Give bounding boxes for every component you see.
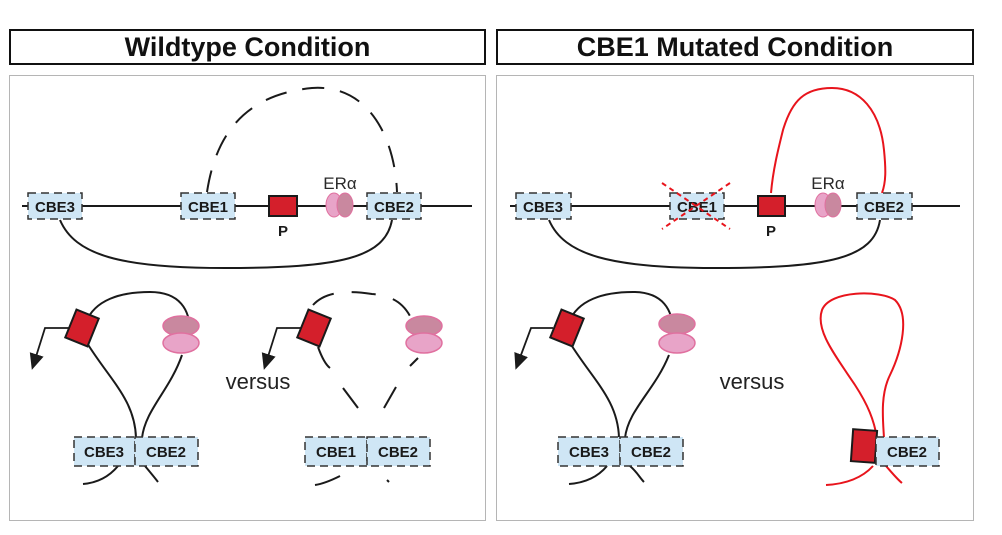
mutated-bottom-left-diagram: CBE3 CBE2 (514, 290, 696, 485)
cbe3-label: CBE3 (35, 199, 75, 216)
transcription-arrow (29, 327, 70, 370)
promoter-label: P (766, 223, 776, 240)
cbe2-label: CBE2 (146, 444, 186, 461)
cbe2-label: CBE2 (374, 199, 414, 216)
mutated-title: CBE1 Mutated Condition (496, 29, 974, 65)
cbe2-box: CBE2 (134, 436, 199, 467)
er-alpha-icon (162, 315, 200, 354)
cbe3-box: CBE3 (515, 192, 572, 220)
cbe2-label: CBE2 (864, 199, 904, 216)
red-loop-promoter-cbe2 (770, 86, 887, 194)
er-alpha-icon: ERα (811, 174, 845, 218)
cbe2-box: CBE2 (856, 192, 913, 220)
dashed-loop-cbe1-cbe2 (206, 86, 398, 193)
cbe2-label: CBE2 (887, 444, 927, 461)
promoter: P (268, 195, 298, 240)
er-alpha-icon (405, 315, 443, 354)
loop-cbe3-cbe2 (548, 219, 881, 270)
cbe1-box: CBE1 (180, 192, 236, 220)
cbe3-box: CBE3 (557, 436, 621, 467)
transcription-arrow (514, 327, 553, 370)
promoter (63, 308, 101, 348)
mutation-cross-icon (661, 182, 731, 230)
mutated-bottom-right-diagram: CBE2 (819, 292, 940, 486)
cbe2-box: CBE2 (875, 436, 940, 467)
cbe3-label: CBE3 (569, 444, 609, 461)
cbe2-box: CBE2 (619, 436, 684, 467)
cbe1-label: CBE1 (316, 444, 356, 461)
mutated-top-diagram: CBE3 CBE1 P ERα CBE2 (510, 86, 960, 270)
cbe1-box-mutated: CBE1 (661, 182, 731, 230)
er-alpha-icon: ERα (323, 174, 357, 218)
wildtype-bottom-left-diagram: CBE3 CBE2 (29, 290, 200, 485)
cbe3-box: CBE3 (73, 436, 136, 467)
er-alpha-label: ERα (811, 174, 845, 193)
cbe1-box: CBE1 (304, 436, 368, 467)
cbe1-label: CBE1 (677, 199, 717, 216)
cbe1-label: CBE1 (188, 199, 228, 216)
versus-label: versus (226, 369, 291, 394)
promoter (295, 308, 333, 348)
promoter (849, 428, 879, 464)
promoter-label: P (278, 223, 288, 240)
er-alpha-label: ERα (323, 174, 357, 193)
cbe3-label: CBE3 (84, 444, 124, 461)
cbe2-box: CBE2 (366, 436, 431, 467)
versus-label: versus (720, 369, 785, 394)
wildtype-title: Wildtype Condition (9, 29, 486, 65)
cbe2-label: CBE2 (378, 444, 418, 461)
promoter (548, 308, 586, 348)
cbe2-box: CBE2 (366, 192, 422, 220)
wildtype-bottom-right-diagram: CBE1 CBE2 (261, 291, 443, 486)
cbe2-label: CBE2 (631, 444, 671, 461)
red-loop-promoter-cbe2 (819, 292, 905, 439)
loop-cbe3-cbe2 (59, 219, 393, 270)
cbe3-label: CBE3 (523, 199, 563, 216)
transcription-arrow (261, 327, 302, 370)
promoter: P (757, 195, 786, 240)
cbe3-box: CBE3 (27, 192, 83, 220)
er-alpha-icon (658, 313, 696, 354)
wildtype-top-diagram: CBE3 CBE1 P ERα CBE2 (22, 86, 472, 270)
